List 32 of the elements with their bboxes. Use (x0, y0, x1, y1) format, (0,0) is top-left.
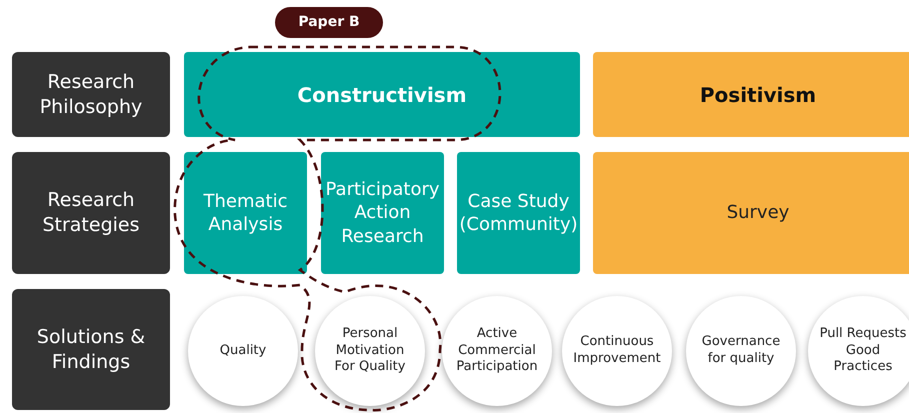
finding-text: Active Commercial Participation (455, 326, 539, 376)
finding-circle (315, 296, 425, 406)
box-text: Paper B (298, 13, 360, 32)
finding-text: Governance for quality (700, 334, 782, 368)
strategy-box (457, 152, 580, 274)
finding-circle (562, 296, 672, 406)
finding-text: Personal Motivation For Quality (334, 326, 406, 376)
row-header (12, 289, 170, 410)
paper-tag (275, 7, 383, 38)
row-title: Research Strategies (41, 188, 141, 238)
box-text: Thematic Analysis (202, 190, 288, 236)
strategy-box (184, 152, 307, 274)
finding-text: Quality (220, 342, 266, 360)
strategy-box (593, 152, 909, 274)
finding-circle (188, 296, 298, 406)
box-text: Positivism (700, 82, 816, 108)
strategy-box (321, 152, 444, 274)
finding-text: Pull Requests Good Practices (818, 326, 908, 376)
finding-text: Continuous Improvement (572, 334, 662, 368)
box-text: Survey (726, 201, 790, 225)
finding-circle (808, 296, 909, 406)
row-title: Solutions & Findings (36, 324, 146, 374)
box-text: Participatory Action Research (326, 178, 440, 248)
finding-circle (686, 296, 796, 406)
row-header (12, 152, 170, 274)
box-text: Constructivism (297, 82, 467, 108)
row-title: Research Philosophy (38, 70, 144, 120)
philosophy-box (184, 52, 580, 137)
box-text: Case Study (Community) (459, 190, 578, 236)
philosophy-box (593, 52, 909, 137)
finding-circle (442, 296, 552, 406)
row-header (12, 52, 170, 137)
